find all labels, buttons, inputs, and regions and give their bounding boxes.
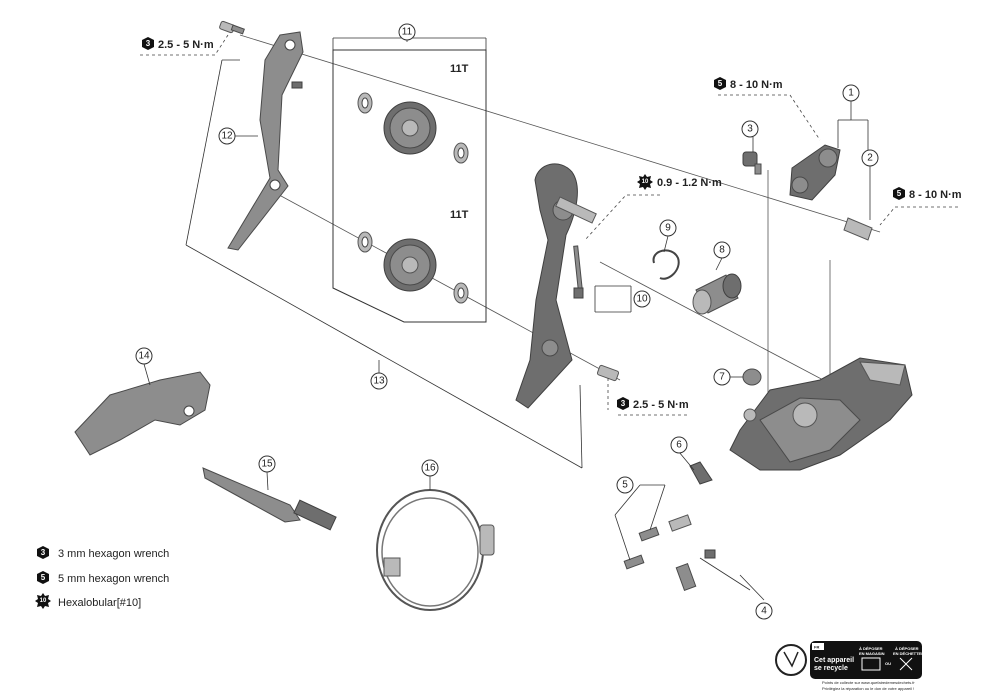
cable-16 [376,489,495,611]
svg-text:16: 16 [424,463,436,474]
tool-legend: 3 3 mm hexagon wrench 5 5 mm hexagon wre… [35,546,169,609]
outer-plate-13 [515,163,597,409]
svg-text:10: 10 [636,294,648,305]
callout-14: 14 [135,347,153,365]
torque-label-pulley-bolt-lower: 3 2.5 - 5 N·m [617,397,689,411]
svg-text:Points de collecte sur www.que: Points de collecte sur www.quefairedemes… [822,680,915,685]
svg-text:3: 3 [621,399,626,408]
svg-text:EN DÉCHETTERIE: EN DÉCHETTERIE [893,651,928,656]
callout-13: 13 [370,372,388,390]
callout-9: 9 [659,219,677,237]
torque-label-screw-10: 10 0.9 - 1.2 N·m [637,174,722,190]
svg-text:se recycle: se recycle [814,665,848,672]
cap-6 [689,461,713,485]
upper-teeth-label: 11T [450,63,469,75]
torque-label-axle: 5 8 - 10 N·m [893,187,962,201]
callout-10: 10 [633,290,651,308]
callout-16: 16 [421,459,439,477]
callout-3: 3 [741,120,759,138]
callout-7: 7 [713,368,731,386]
svg-text:10: 10 [40,598,47,604]
callout-6: 6 [670,436,688,454]
svg-text:2.5 - 5 N·m: 2.5 - 5 N·m [633,399,689,411]
svg-text:OU: OU [885,661,891,666]
legend-row-hex5: 5 5 mm hexagon wrench [37,571,169,585]
legend-row-hexalobular: 10 Hexalobular[#10] [35,593,141,609]
torque-leaders [140,34,958,416]
svg-text:Hexalobular[#10]: Hexalobular[#10] [58,597,141,609]
guard-14 [74,371,211,456]
svg-text:5: 5 [41,573,46,582]
pulley-set-11: 11T 11T [332,37,487,323]
svg-text:6: 6 [676,440,682,451]
screw-10 [573,245,584,299]
svg-text:9: 9 [665,223,671,234]
callout-5: 5 [616,476,634,494]
callout-15: 15 [258,455,276,473]
recycling-badge: FR Cet appareil se recycle À DÉPOSER EN … [775,641,928,691]
callout-12: 12 [218,127,236,145]
callout-8: 8 [713,241,731,259]
callout-leaders [143,101,871,601]
svg-text:3: 3 [41,548,46,557]
lower-teeth-label: 11T [450,209,469,221]
svg-text:Cet appareil: Cet appareil [814,657,854,664]
svg-text:À DÉPOSER: À DÉPOSER [859,646,883,651]
callout-2: 2 [861,149,879,167]
svg-text:À DÉPOSER: À DÉPOSER [895,646,919,651]
svg-text:8 - 10 N·m: 8 - 10 N·m [730,79,783,91]
svg-text:FR: FR [814,645,819,650]
assembly-bracket-13-lines [185,59,583,469]
svg-text:11: 11 [402,27,413,38]
svg-text:0.9 - 1.2 N·m: 0.9 - 1.2 N·m [657,177,722,189]
svg-text:3: 3 [747,124,753,135]
callout-1: 1 [842,84,860,102]
clip-9 [652,249,680,280]
pulley-bolt-upper [219,20,245,35]
svg-text:4: 4 [761,606,767,617]
screw-4 [675,549,716,591]
svg-text:5: 5 [718,79,723,88]
svg-text:5: 5 [622,480,628,491]
svg-text:8 - 10 N·m: 8 - 10 N·m [909,189,962,201]
bracket-axle-1 [789,144,873,241]
tool-15 [202,467,337,531]
svg-text:1: 1 [848,88,854,99]
svg-text:7: 7 [719,372,725,383]
screws-5 [623,514,692,570]
svg-text:15: 15 [261,459,273,470]
svg-text:3: 3 [146,39,151,48]
svg-text:2: 2 [867,153,873,164]
svg-text:EN MAGASIN: EN MAGASIN [859,651,885,656]
callout-4: 4 [755,602,773,620]
callout-11: 11 [398,23,416,41]
svg-text:8: 8 [719,245,725,256]
inner-plate-12 [227,31,304,251]
svg-text:Privilégiez la réparation ou l: Privilégiez la réparation ou le don de v… [822,686,914,691]
lower-pulley [357,231,469,304]
svg-text:5 mm hexagon wrench: 5 mm hexagon wrench [58,573,169,585]
upper-pulley [357,92,469,164]
svg-text:12: 12 [221,131,233,142]
torque-label-bracket: 5 8 - 10 N·m [714,77,783,91]
svg-text:14: 14 [138,351,150,362]
cap-7 [742,368,762,386]
b-tension-bolt-3 [742,151,762,175]
svg-text:5: 5 [897,189,902,198]
svg-text:10: 10 [642,179,649,185]
torque-label-pulley-bolt-upper: 3 2.5 - 5 N·m [142,37,214,51]
pulley-bolt-lower [596,364,620,382]
spring-8 [692,273,742,315]
derailleur-body [729,357,913,471]
svg-text:13: 13 [373,376,385,387]
svg-text:3 mm hexagon wrench: 3 mm hexagon wrench [58,548,169,560]
legend-row-hex3: 3 3 mm hexagon wrench [37,546,169,560]
svg-text:2.5 - 5 N·m: 2.5 - 5 N·m [158,39,214,51]
